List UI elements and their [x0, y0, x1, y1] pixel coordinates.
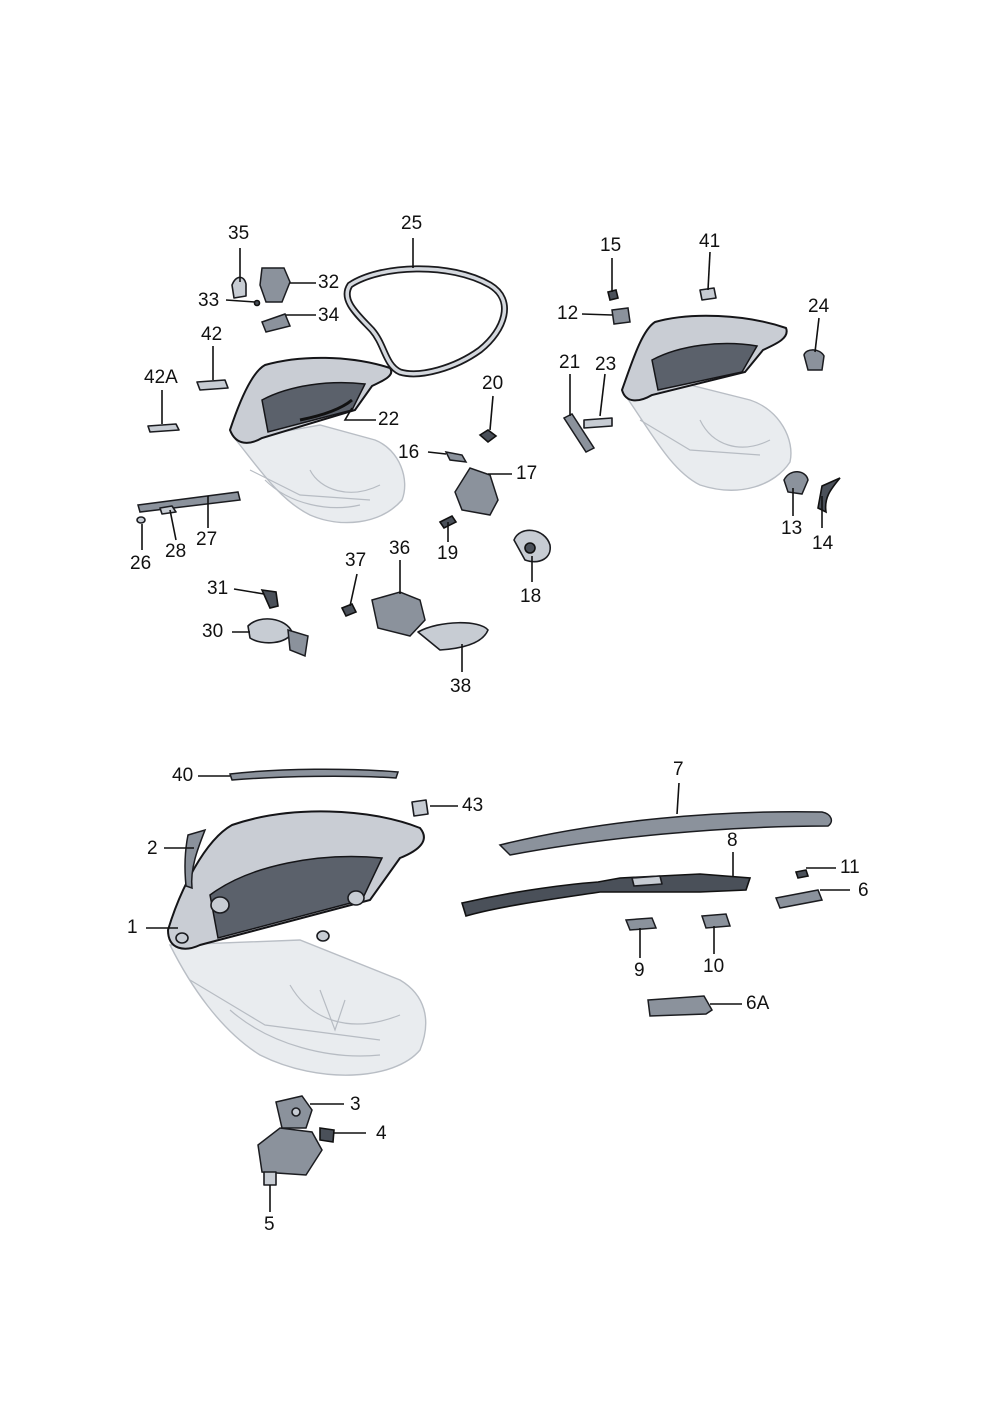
- callout-26: 26: [130, 553, 152, 574]
- part-16: [444, 450, 468, 463]
- callout-19: 19: [437, 543, 459, 564]
- car-rear-top-left: [228, 356, 406, 524]
- callout-11: 11: [840, 857, 860, 878]
- part-11: [794, 869, 810, 879]
- callout-27: 27: [196, 529, 218, 550]
- part-6: [774, 889, 824, 909]
- part-35: [231, 276, 247, 299]
- callout-10: 10: [703, 956, 725, 977]
- callout-33: 33: [198, 290, 220, 311]
- callout-36: 36: [389, 538, 411, 559]
- part-37: [340, 602, 358, 618]
- callout-6a: 6A: [746, 993, 770, 1014]
- part-12: [611, 307, 631, 325]
- part-30: [247, 618, 293, 644]
- callout-3: 3: [350, 1094, 361, 1115]
- callout-17: 17: [516, 463, 538, 484]
- part-6a: [647, 995, 713, 1017]
- part-41: [699, 287, 717, 301]
- callout-14: 14: [812, 533, 834, 554]
- callout-25: 25: [401, 213, 423, 234]
- part-14: [817, 477, 841, 514]
- callout-30: 30: [202, 621, 224, 642]
- callout-31: 31: [207, 578, 229, 599]
- part-23: [583, 417, 613, 429]
- callout-22: 22: [378, 409, 400, 430]
- part-36: [371, 591, 426, 637]
- callout-18: 18: [520, 586, 542, 607]
- part-13: [783, 471, 809, 495]
- callout-7: 7: [673, 759, 684, 780]
- part-31: [260, 589, 279, 609]
- callout-28: 28: [165, 541, 187, 562]
- callout-4: 4: [376, 1123, 387, 1144]
- part-28: [159, 505, 177, 515]
- part-4: [257, 1127, 323, 1176]
- callout-8: 8: [727, 830, 738, 851]
- part-8: [460, 873, 752, 917]
- part-7: [498, 811, 833, 856]
- part-26: [136, 516, 146, 524]
- callout-12: 12: [557, 303, 579, 324]
- callout-15: 15: [600, 235, 622, 256]
- part-10: [700, 913, 732, 929]
- callout-38: 38: [450, 676, 472, 697]
- callout-16: 16: [398, 442, 420, 463]
- part-5: [263, 1171, 277, 1186]
- callout-5: 5: [264, 1214, 275, 1235]
- callout-9: 9: [634, 960, 645, 981]
- part-33: [253, 299, 261, 307]
- callout-21: 21: [559, 352, 581, 373]
- part-9: [624, 917, 658, 931]
- leader-lines: [141, 238, 850, 1212]
- callout-35: 35: [228, 223, 250, 244]
- seal-25: [343, 265, 508, 378]
- part-43: [411, 799, 429, 817]
- part-15: [607, 289, 619, 301]
- car-rear-bottom-left: [166, 810, 427, 1076]
- callout-34: 34: [318, 305, 340, 326]
- callout-42: 42: [201, 324, 223, 345]
- part-42a: [147, 423, 180, 433]
- callout-37: 37: [345, 550, 367, 571]
- part-24: [803, 349, 825, 371]
- callout-42a: 42A: [144, 367, 178, 388]
- callout-23: 23: [595, 354, 617, 375]
- car-rear-top-right: [620, 314, 792, 491]
- callout-6: 6: [858, 880, 869, 901]
- part-34: [261, 313, 292, 333]
- callout-40: 40: [172, 765, 194, 786]
- callout-2: 2: [147, 838, 158, 859]
- part-38: [417, 621, 489, 651]
- callout-32: 32: [318, 272, 340, 293]
- part-32: [259, 267, 291, 303]
- callout-24: 24: [808, 296, 830, 317]
- callout-20: 20: [482, 373, 504, 394]
- part-27: [137, 491, 241, 513]
- part-20: [478, 429, 498, 444]
- part-17: [454, 467, 499, 516]
- part-40: [228, 768, 400, 781]
- callout-43: 43: [462, 795, 484, 816]
- callout-1: 1: [127, 917, 138, 938]
- callout-41: 41: [699, 231, 721, 252]
- part-42: [196, 379, 229, 391]
- callout-13: 13: [781, 518, 803, 539]
- part-2: [184, 828, 207, 890]
